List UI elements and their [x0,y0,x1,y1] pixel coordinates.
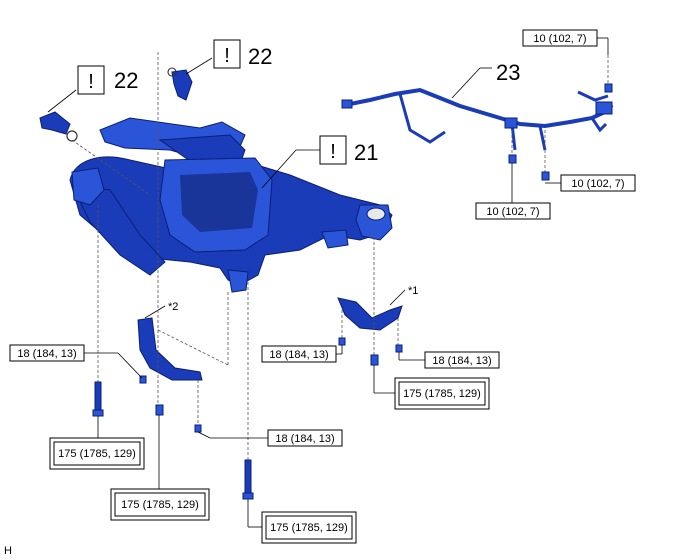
callout-23: 23 [496,60,520,85]
svg-text:175 (1785, 129): 175 (1785, 129) [270,522,348,534]
torque-175-a: 175 (1785, 129) [49,416,145,470]
svg-text:22: 22 [248,44,272,69]
svg-text:21: 21 [354,140,378,165]
part-22-left [39,89,151,196]
torque-175-b: 175 (1785, 129) [110,415,210,521]
torque-10-top: 10 (102, 7) [522,29,609,55]
caution-icon: ! [224,45,230,67]
label-bracket-2: *2 [168,301,178,313]
torque-10-bottom: 10 (102, 7) [475,163,551,220]
svg-text:175 (1785, 129): 175 (1785, 129) [58,448,136,460]
bracket-2 [137,305,203,381]
callout-21: ! 21 [261,135,378,189]
torque-18-right: 18 (184, 13) [398,351,500,369]
svg-text:10 (102, 7): 10 (102, 7) [571,178,624,190]
svg-text:10 (102, 7): 10 (102, 7) [533,33,586,45]
svg-text:18 (184, 13): 18 (184, 13) [432,355,491,367]
svg-text:175 (1785, 129): 175 (1785, 129) [403,388,481,400]
bracket-1 [337,289,406,331]
suspension-member-assembly [69,117,393,293]
svg-text:18 (184, 13): 18 (184, 13) [269,349,328,361]
svg-text:22: 22 [114,68,138,93]
svg-text:18 (184, 13): 18 (184, 13) [275,433,334,445]
svg-text:18 (184, 13): 18 (184, 13) [17,348,76,360]
torque-18-left: 18 (184, 13) [9,344,143,379]
caution-icon: ! [330,141,336,163]
torque-175-d: 175 (1785, 129) [373,365,490,410]
torque-175-c: 175 (1785, 129) [247,499,357,544]
torque-18-center: 18 (184, 13) [261,345,343,363]
label-bracket-1: *1 [408,285,418,297]
caution-icon: ! [88,71,94,93]
corner-letter: H [4,545,12,557]
svg-text:175 (1785, 129): 175 (1785, 129) [121,499,199,511]
torque-18-lower: 18 (184, 13) [197,429,343,447]
torque-10-right: 10 (102, 7) [545,174,636,192]
callout-22-left: ! 22 [77,65,138,95]
wire-harness-23 [341,67,614,151]
alignment-lines [97,55,609,460]
callout-22-top: ! 22 [213,39,272,69]
svg-text:10 (102, 7): 10 (102, 7) [486,206,539,218]
part-22-top [157,52,213,220]
